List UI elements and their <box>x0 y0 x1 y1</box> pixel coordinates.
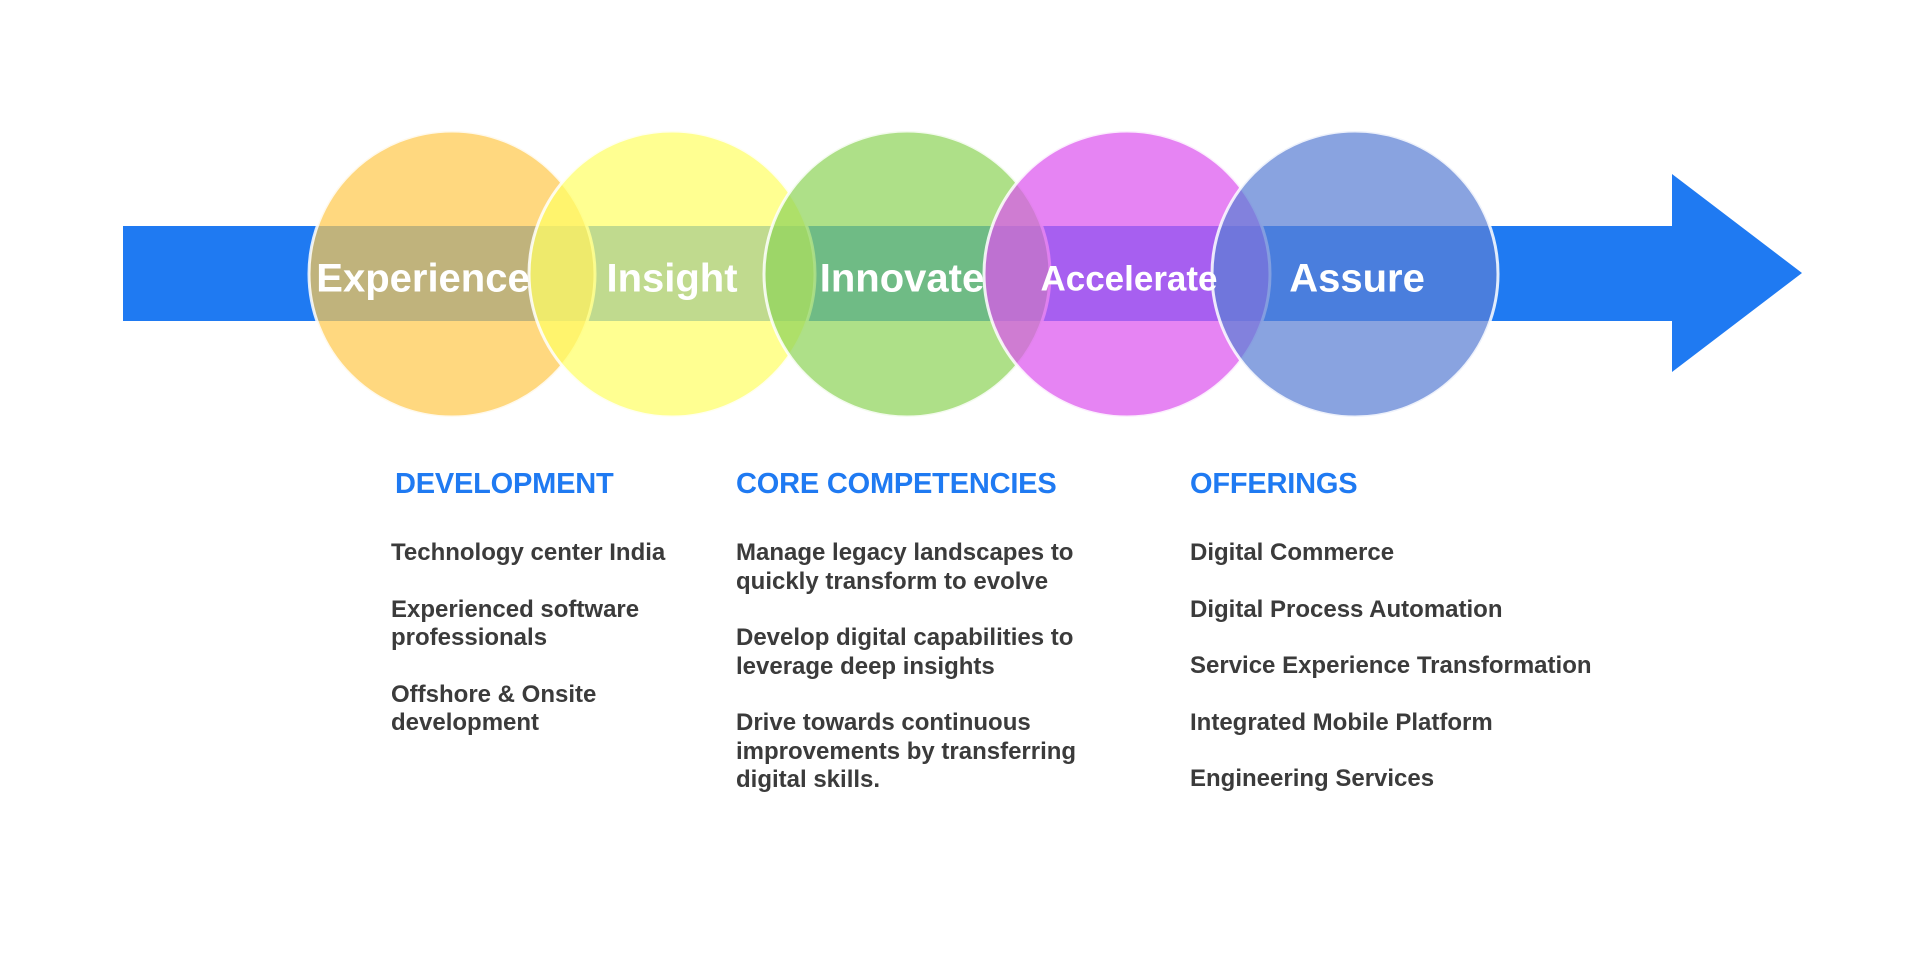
stage-circle-assure <box>1210 129 1500 419</box>
development-column: DEVELOPMENT Technology center India Expe… <box>391 468 691 766</box>
offerings-item-3: Service Experience Transformation <box>1190 652 1592 679</box>
core-competencies-heading: CORE COMPETENCIES <box>736 468 1057 500</box>
development-item-2: Experienced software professionals <box>391 595 640 652</box>
development-list: Technology center India Experienced soft… <box>391 539 691 738</box>
stage-label-accelerate: Accelerate <box>1040 259 1217 298</box>
offerings-item-2: Digital Process Automation <box>1190 595 1503 623</box>
offerings-item-4: Integrated Mobile Platform <box>1190 708 1493 736</box>
stage-circles <box>307 129 1500 419</box>
offerings-item-5: Engineering Services <box>1190 765 1435 792</box>
offerings-column: OFFERINGS Digital Commerce Digital Proce… <box>1190 468 1610 822</box>
core-competencies-item-1: Manage legacy landscapes to quickly tran… <box>736 539 1074 595</box>
stage-label-experience: Experience <box>316 257 529 301</box>
core-competencies-column: CORE COMPETENCIES Manage legacy landscap… <box>736 468 1096 823</box>
offerings-item-1: Digital Commerce <box>1190 539 1395 566</box>
offerings-heading: OFFERINGS <box>1190 468 1358 500</box>
stage-label-assure: Assure <box>1289 257 1425 301</box>
development-item-3: Offshore & Onsite development <box>391 680 597 737</box>
offerings-list: Digital Commerce Digital Process Automat… <box>1190 539 1610 794</box>
development-item-1: Technology center India <box>391 539 666 566</box>
core-competencies-list: Manage legacy landscapes to quickly tran… <box>736 539 1096 795</box>
development-heading: DEVELOPMENT <box>395 468 614 500</box>
stage-labels: Experience Insight Innovate Accelerate A… <box>316 257 1425 301</box>
core-competencies-item-2: Develop digital capabilities to leverage… <box>736 624 1074 680</box>
core-competencies-item-3: Drive towards continuous improvements by… <box>736 709 1077 793</box>
stage-label-innovate: Innovate <box>820 257 984 301</box>
stage-label-insight: Insight <box>606 257 737 301</box>
